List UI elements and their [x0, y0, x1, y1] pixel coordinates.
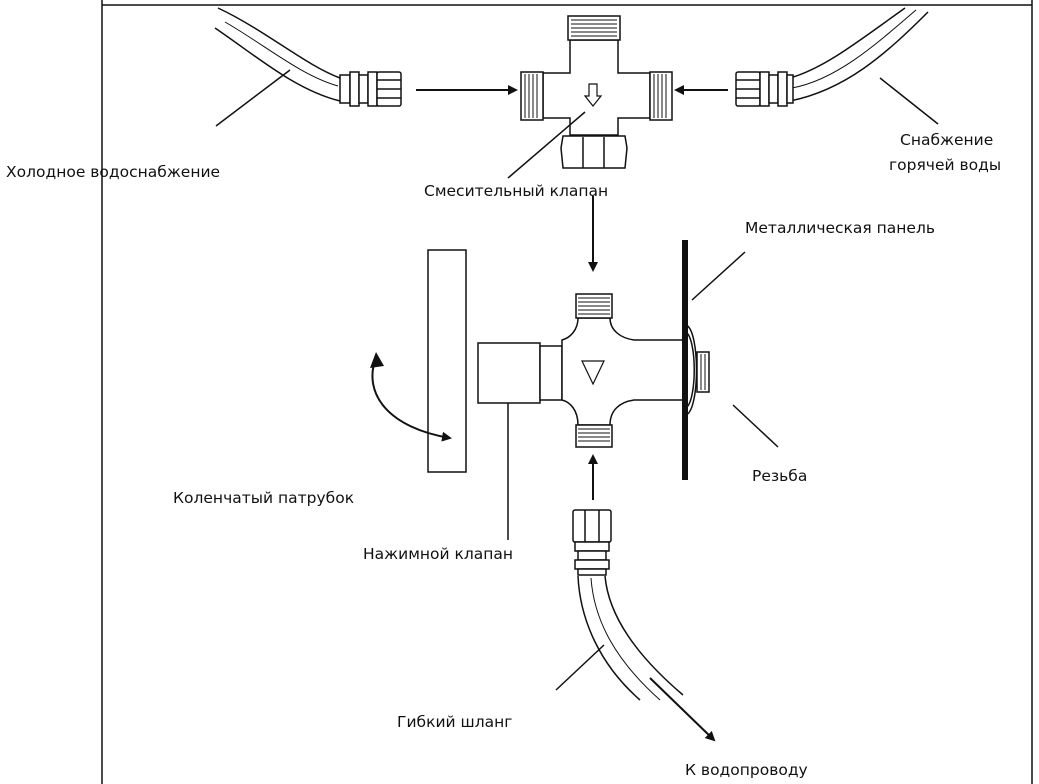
rotation-arrow-tail	[370, 352, 384, 368]
hot-water-hose	[735, 7, 929, 107]
cold-supply-label: Холодное водоснабжение	[6, 163, 221, 181]
elbow-label: Коленчатый патрубок	[173, 489, 355, 507]
hot-supply-label-line2: горячей воды	[889, 156, 1002, 174]
flexible-hose	[572, 509, 684, 701]
to-water-pipe-label: К водопроводу	[685, 761, 808, 779]
flow-triangle-icon	[581, 360, 605, 386]
flex-hose-label: Гибкий шланг	[397, 713, 513, 731]
elbow-pipe	[427, 249, 467, 473]
rotation-arrow	[371, 356, 452, 442]
leader-lines	[215, 69, 939, 691]
hot-supply-label-line1: Снабжение	[900, 131, 994, 149]
mixing-valve-label: Смесительный клапан	[424, 182, 609, 200]
push-valve-threads	[578, 297, 706, 442]
thread-label: Резьба	[752, 467, 808, 485]
mixing-valve-threads	[524, 19, 667, 118]
cold-water-hose	[214, 7, 402, 107]
metal-panel	[682, 240, 688, 480]
frame-border	[101, 0, 1033, 784]
outflow-arrow	[649, 677, 716, 742]
metal-panel-label: Металлическая панель	[745, 219, 935, 237]
flow-direction-icon	[583, 83, 603, 107]
push-valve-label: Нажимной клапан	[363, 545, 514, 563]
